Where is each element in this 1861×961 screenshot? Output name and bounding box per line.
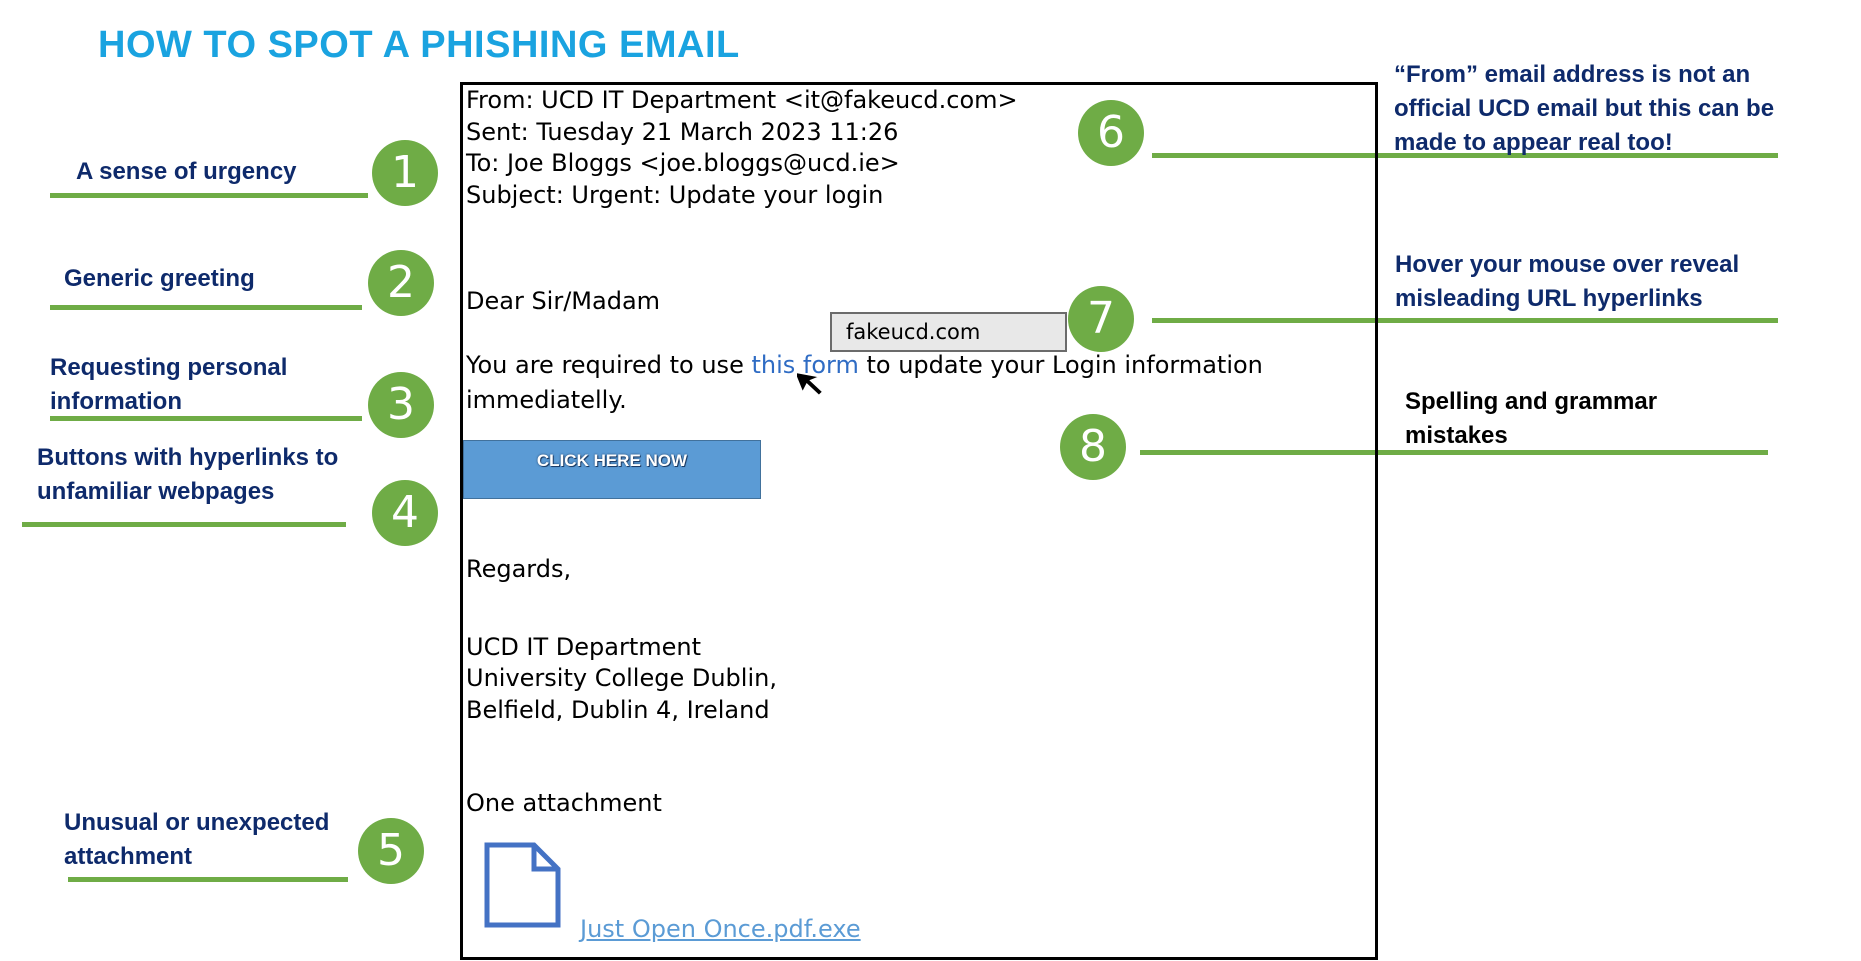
email-subject: Subject: Urgent: Update your login xyxy=(466,181,884,209)
annotation-text-line: attachment xyxy=(64,843,193,870)
annotation-text-line: unfamiliar webpages xyxy=(37,478,275,505)
email-body-text: You are required to use xyxy=(466,351,752,379)
annotation-line xyxy=(50,416,362,421)
url-tooltip: fakeucd.com xyxy=(830,312,1067,352)
annotation-text-line: Buttons with hyperlinks to xyxy=(37,444,339,471)
document-icon[interactable] xyxy=(484,842,562,928)
annotation-line xyxy=(22,522,346,527)
annotation-label-spelling: Spelling and grammar mistakes xyxy=(1405,385,1657,453)
annotation-text-line: information xyxy=(50,388,182,415)
annotation-text-line: Unusual or unexpected xyxy=(64,809,330,836)
annotation-label-urgency: A sense of urgency xyxy=(76,158,297,185)
email-body-text: to update your Login information xyxy=(858,351,1263,379)
annotation-marker-1: 1 xyxy=(372,140,438,206)
annotation-line xyxy=(1152,318,1778,323)
annotation-marker-8: 8 xyxy=(1060,414,1126,480)
annotation-marker-2: 2 xyxy=(368,250,434,316)
annotation-text-line: Requesting personal xyxy=(50,354,288,381)
page-title: HOW TO SPOT A PHISHING EMAIL xyxy=(98,24,740,66)
email-sent: Sent: Tuesday 21 March 2023 11:26 xyxy=(466,118,899,146)
annotation-text-line: mistakes xyxy=(1405,422,1508,449)
annotation-label-from-address: “From” email address is not an official … xyxy=(1394,58,1774,160)
annotation-line xyxy=(50,193,368,198)
email-from: From: UCD IT Department <it@fakeucd.com> xyxy=(466,86,1018,114)
email-greeting: Dear Sir/Madam xyxy=(466,287,661,315)
attachment-count: One attachment xyxy=(466,789,662,817)
annotation-text-line: Spelling and grammar xyxy=(1405,388,1658,415)
annotation-marker-7: 7 xyxy=(1068,286,1134,352)
email-mockup xyxy=(460,82,1378,960)
annotation-marker-5: 5 xyxy=(358,818,424,884)
annotation-line xyxy=(50,305,362,310)
annotation-text-line: Hover your mouse over reveal xyxy=(1395,251,1740,278)
annotation-label-greeting: Generic greeting xyxy=(64,265,255,292)
annotation-marker-3: 3 xyxy=(368,372,434,438)
annotation-line xyxy=(1140,450,1768,455)
email-signature-line: University College Dublin, xyxy=(466,664,777,692)
annotation-marker-4: 4 xyxy=(372,480,438,546)
annotation-text-line: misleading URL hyperlinks xyxy=(1395,285,1703,312)
mouse-pointer-icon xyxy=(797,371,824,397)
annotation-line xyxy=(1152,153,1778,158)
annotation-label-buttons: Buttons with hyperlinks to unfamiliar we… xyxy=(37,441,338,509)
email-signature-line: UCD IT Department xyxy=(466,633,702,661)
annotation-label-attachment: Unusual or unexpected attachment xyxy=(64,806,329,874)
annotation-marker-6: 6 xyxy=(1078,100,1144,166)
email-regards: Regards, xyxy=(466,555,572,583)
email-body-line-2: immediatelly. xyxy=(466,386,627,414)
annotation-label-personal-info: Requesting personal information xyxy=(50,351,287,419)
email-signature-line: Belfield, Dublin 4, Ireland xyxy=(466,696,770,724)
email-to: To: Joe Bloggs <joe.bloggs@ucd.ie> xyxy=(466,149,900,177)
annotation-text-line: made to appear real too! xyxy=(1394,129,1673,156)
attachment-link[interactable]: Just Open Once.pdf.exe xyxy=(580,915,861,943)
email-body-line: You are required to use this form to upd… xyxy=(466,350,1263,381)
annotation-text-line: “From” email address is not an xyxy=(1394,61,1751,88)
annotation-label-hover: Hover your mouse over reveal misleading … xyxy=(1395,248,1739,316)
annotation-text-line: official UCD email but this can be xyxy=(1394,95,1775,122)
annotation-line xyxy=(68,877,348,882)
click-here-now-button[interactable]: CLICK HERE NOW xyxy=(463,440,761,499)
